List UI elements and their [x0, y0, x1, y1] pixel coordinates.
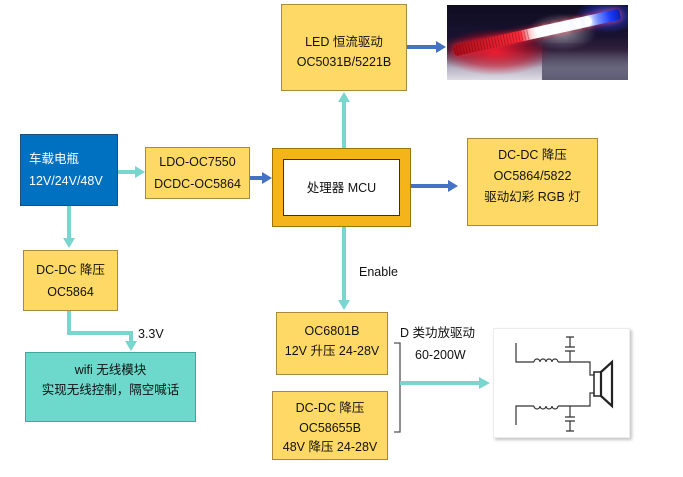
bottom-wire-right — [558, 392, 594, 407]
bottom-wire — [515, 405, 534, 425]
top-inductor — [533, 358, 559, 363]
buck-48v-title: DC-DC 降压 — [295, 401, 365, 416]
buck-48v-desc: 48V 降压 24-28V — [282, 440, 378, 455]
top-capacitor — [565, 336, 575, 362]
mcu-box: 处理器 MCU — [272, 148, 411, 227]
buck-48v-box: DC-DC 降压 OC58655B 48V 降压 24-28V — [272, 391, 388, 460]
white-led — [551, 23, 561, 34]
led-light-bar-image — [447, 5, 628, 80]
led-driver-part: OC5031B/5221B — [296, 55, 392, 69]
power-bracket — [394, 342, 401, 433]
boost-part: OC6801B — [304, 323, 360, 338]
wifi-module-title: wifi 无线模块 — [74, 363, 147, 377]
arrow-mcu-to-rgb-driver — [411, 180, 458, 192]
buck-converter-box: DC-DC 降压 OC5864 — [23, 250, 118, 311]
buck-48v-part: OC58655B — [299, 420, 361, 435]
ldo-box: LDO-OC7550 DCDC-OC5864 — [145, 147, 250, 199]
top-wire-right — [558, 361, 594, 376]
battery-voltage: 12V/24V/48V — [29, 174, 103, 188]
white-led — [573, 18, 582, 29]
amplifier-schematic-image — [493, 328, 630, 438]
arrow-battery-to-ldo — [118, 166, 145, 178]
amplifier-power: 60-200W — [415, 348, 466, 362]
top-wire — [515, 343, 534, 363]
bottom-inductor — [533, 405, 559, 410]
rgb-driver-part: OC5864/5822 — [493, 168, 572, 183]
background-shade — [542, 43, 628, 80]
wifi-module-box: wifi 无线模块 实现无线控制，隔空喊话 — [25, 352, 196, 422]
led-driver-box: LED 恒流驱动 OC5031B/5221B — [281, 4, 407, 91]
rgb-driver-desc: 驱动幻彩 RGB 灯 — [484, 189, 581, 204]
mcu-label: 处理器 MCU — [306, 180, 377, 195]
arrow-mcu-to-led-driver — [338, 92, 350, 148]
amplifier-schematic — [515, 336, 614, 432]
enable-label: Enable — [359, 265, 398, 279]
buck-converter-title: DC-DC 降压 — [36, 262, 105, 277]
rgb-driver-title: DC-DC 降压 — [498, 147, 567, 162]
arrow-buck-to-wifi — [67, 311, 137, 351]
boost-desc: 12V 升压 24-28V — [284, 343, 380, 358]
arrow-led-driver-to-light-bar — [407, 41, 446, 53]
amplifier-label: D 类功放驱动 — [400, 326, 476, 340]
wifi-module-desc: 实现无线控制，隔空喊话 — [41, 383, 180, 397]
led-driver-title: LED 恒流驱动 — [305, 35, 383, 49]
boost-converter-box: OC6801B 12V 升压 24-28V — [276, 312, 388, 375]
arrow-mcu-to-boost — [338, 227, 350, 310]
white-led — [583, 15, 593, 27]
bottom-capacitor — [565, 406, 575, 432]
speaker-icon — [593, 359, 614, 409]
mcu-inner-panel: 处理器 MCU — [283, 159, 400, 216]
battery-title: 车载电瓶 — [29, 152, 80, 166]
buck-converter-part: OC5864 — [47, 284, 94, 299]
ldo-part: LDO-OC7550 — [159, 155, 236, 169]
rgb-driver-box: DC-DC 降压 OC5864/5822 驱动幻彩 RGB 灯 — [467, 138, 598, 226]
white-led — [540, 25, 550, 36]
battery-box: 车载电瓶 12V/24V/48V — [20, 134, 118, 206]
arrow-battery-to-buck — [63, 206, 75, 248]
arrow-ldo-to-mcu — [250, 172, 272, 184]
dcdc-part: DCDC-OC5864 — [154, 177, 241, 191]
white-led — [562, 20, 572, 32]
voltage-label: 3.3V — [138, 327, 164, 341]
arrow-to-amplifier — [400, 377, 490, 389]
